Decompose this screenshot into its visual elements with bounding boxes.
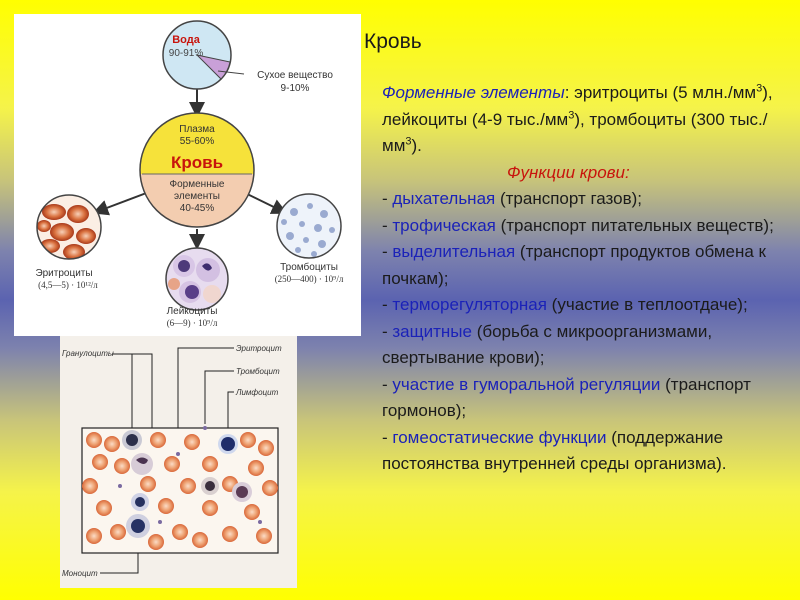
functions-heading: Функции крови:: [382, 160, 787, 187]
function-item: - терморегуляторная (участие в теплоотда…: [382, 292, 787, 319]
superscript: 3: [405, 135, 412, 148]
monocyte-label: Моноцит: [62, 569, 98, 578]
function-name: гомеостатические функции: [392, 427, 607, 447]
function-prefix: -: [382, 295, 393, 314]
function-item: - дыхательная (транспорт газов);: [382, 186, 787, 213]
plasma-percent: 55-60%: [180, 136, 215, 147]
formed-elements-term: Форменные элементы: [382, 83, 565, 102]
erythrocytes-circle: [36, 194, 102, 260]
formed-percent: 40-45%: [180, 203, 215, 214]
thrombocytes-count: (250—400) · 10⁹/л: [275, 274, 344, 284]
blood-smear-svg: Гранулоциты Эритроцит Тромбоцит Лимфоцит…: [62, 344, 282, 578]
plasma-label: Плазма: [179, 124, 215, 135]
thrombocytes-circle: [276, 193, 342, 259]
blood-center-circle: [139, 112, 255, 228]
blood-diagram-svg: Вода 90-91% Сухое вещество 9-10% Плазма …: [35, 20, 344, 328]
function-prefix: -: [382, 215, 393, 235]
formed-elements-text-3: ), тромбоциты (300 тыс./мм: [382, 109, 768, 156]
function-desc: (участие в теплоотдаче);: [546, 295, 748, 314]
thrombocyte-label: Тромбоцит: [236, 367, 280, 376]
formed-elements-text-1: : эритроциты (5 млн./мм: [564, 83, 757, 102]
erythrocyte-label: Эритроцит: [236, 344, 282, 353]
leukocytes-count: (6—9) · 10⁹/л: [167, 318, 218, 328]
function-prefix: -: [382, 374, 393, 394]
dry-matter-label: Сухое вещество: [257, 70, 333, 81]
functions-colon: :: [625, 162, 630, 182]
function-item: - защитные (борьба с микроорганизмами, с…: [382, 319, 787, 372]
leukocytes-circle: [165, 247, 229, 311]
blood-smear-figure: Гранулоциты Эритроцит Тромбоцит Лимфоцит…: [60, 336, 297, 588]
slide-title: Кровь: [364, 30, 422, 53]
function-item: - трофическая (транспорт питательных вещ…: [382, 213, 787, 240]
formed-elements-paragraph: Форменные элементы: эритроциты (5 млн./м…: [382, 80, 787, 160]
function-prefix: -: [382, 189, 393, 208]
function-name: защитные: [392, 321, 472, 341]
description-text: Форменные элементы: эритроциты (5 млн./м…: [382, 80, 787, 478]
erythrocytes-count: (4,5—5) · 10¹²/л: [38, 280, 98, 290]
water-percent: 90-91%: [169, 48, 204, 59]
function-prefix: -: [382, 321, 393, 341]
function-prefix: -: [382, 242, 393, 261]
blood-composition-diagram: Вода 90-91% Сухое вещество 9-10% Плазма …: [14, 14, 361, 336]
function-name: участие в гуморальной регуляции: [392, 374, 661, 394]
function-item: - выделительная (транспорт продуктов обм…: [382, 239, 787, 292]
formed-elements-text-4: ).: [411, 136, 422, 155]
function-desc: (борьба с микроорганизмами, свертывание …: [382, 321, 713, 368]
formed-label-2: элементы: [174, 191, 220, 202]
superscript: 3: [568, 108, 575, 121]
lymphocyte-label: Лимфоцит: [235, 388, 279, 397]
function-desc: (транспорт гормонов);: [382, 374, 751, 421]
water-pie: [162, 20, 245, 90]
function-desc: (транспорт питательных веществ);: [495, 215, 774, 235]
functions-title: Функции крови: [507, 162, 626, 182]
blood-label: Кровь: [171, 153, 223, 172]
function-name: терморегуляторная: [392, 295, 547, 314]
thrombocytes-label: Тромбоциты: [280, 261, 338, 273]
leukocytes-label: Лейкоциты: [167, 306, 218, 317]
dry-matter-percent: 9-10%: [281, 83, 310, 94]
function-desc: (транспорт продуктов обмена к почкам);: [382, 242, 766, 288]
functions-list: - дыхательная (транспорт газов); - трофи…: [382, 186, 787, 478]
function-item: - участие в гуморальной регуляции (транс…: [382, 372, 787, 425]
function-name: выделительная: [392, 242, 516, 261]
formed-label-1: Форменные: [170, 179, 225, 190]
function-desc: (поддержание постоянства внутренней сред…: [382, 427, 727, 474]
function-name: трофическая: [392, 215, 496, 235]
function-name: дыхательная: [392, 189, 496, 208]
water-label: Вода: [172, 34, 201, 46]
function-desc: (транспорт газов);: [495, 189, 643, 208]
erythrocytes-label: Эритроциты: [35, 268, 92, 279]
formed-elements-text-2: ), лейкоциты (4-9 тыс./мм: [382, 83, 773, 129]
function-item: - гомеостатические функции (поддержание …: [382, 425, 787, 478]
superscript: 3: [756, 82, 763, 95]
granulocytes-label: Гранулоциты: [62, 349, 114, 358]
function-prefix: -: [382, 427, 393, 447]
